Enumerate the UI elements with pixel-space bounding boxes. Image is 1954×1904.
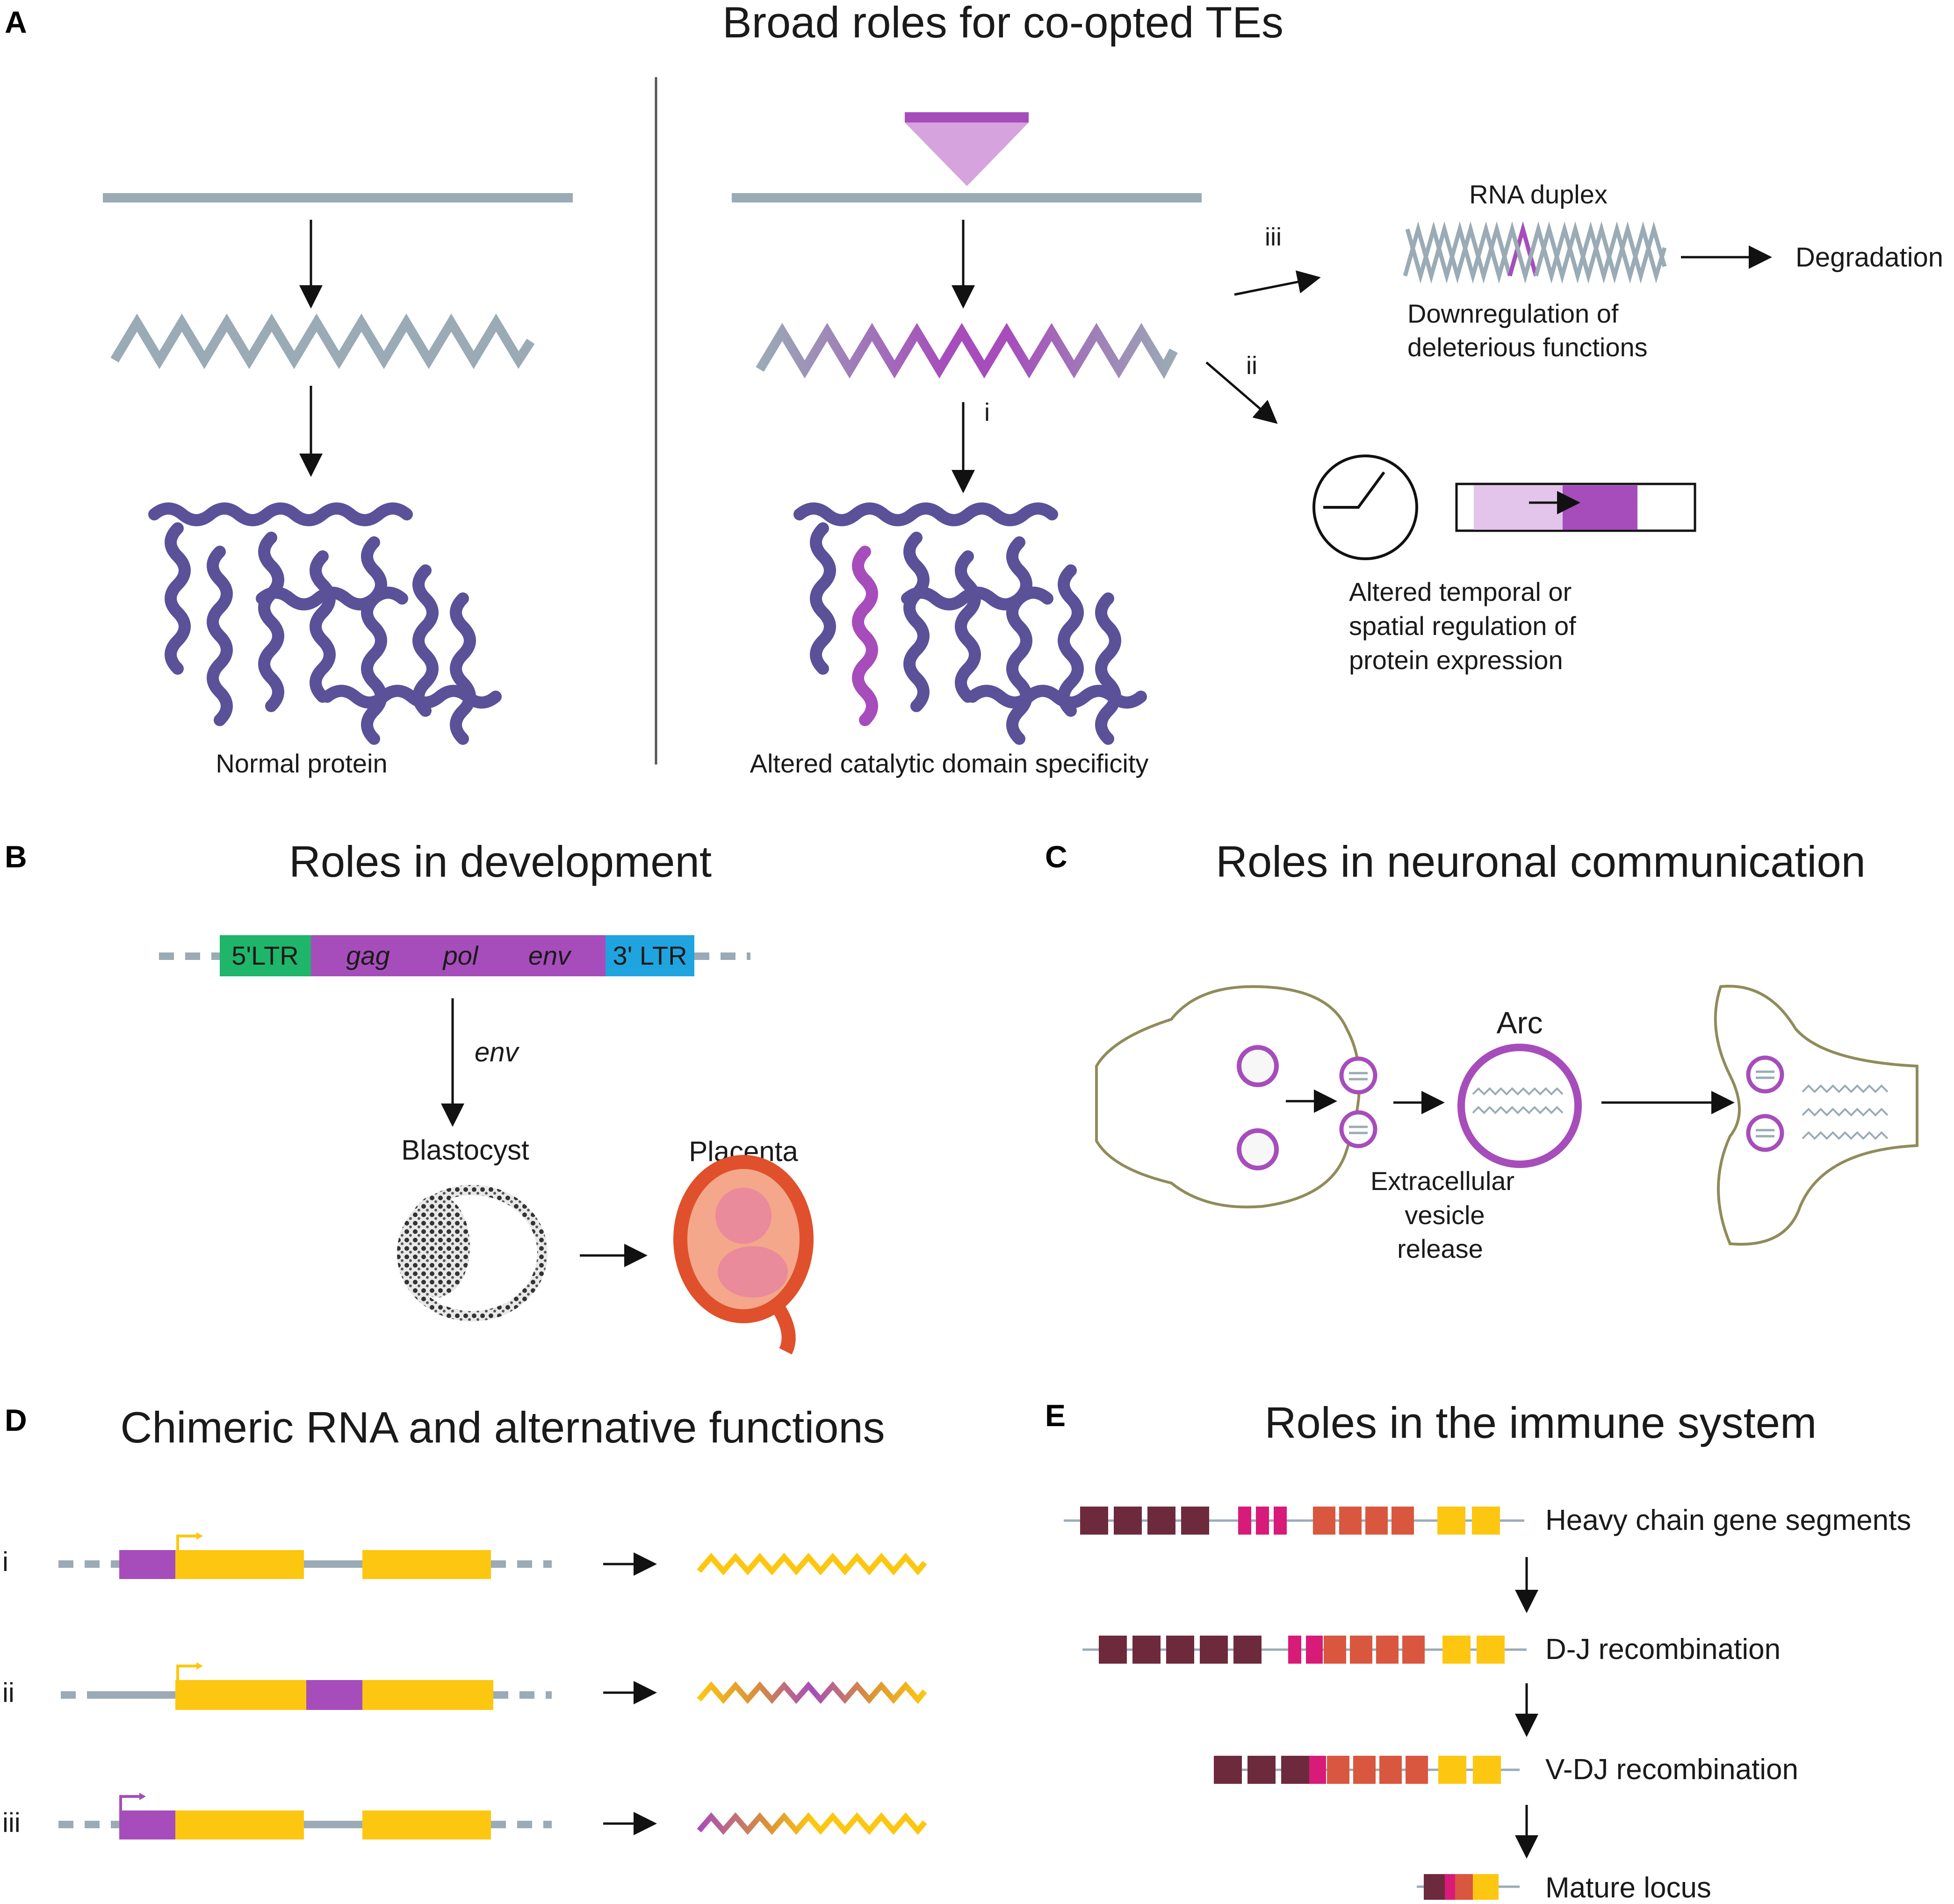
segment-label-pol: pol xyxy=(442,941,479,970)
label-arc: Arc xyxy=(1497,1005,1543,1040)
released-rna xyxy=(1802,1084,1889,1140)
protein-structure-normal xyxy=(148,502,502,745)
altered-domain-helix xyxy=(852,546,878,726)
gene-row-i xyxy=(58,1532,552,1579)
panel-d-letter: D xyxy=(5,1403,27,1437)
expression-shift-icon xyxy=(1455,483,1696,532)
mrna-zigzag-altered xyxy=(756,323,1178,379)
label-altered-regulation-3: protein expression xyxy=(1349,645,1563,675)
label-altered-regulation-2: spatial regulation of xyxy=(1349,611,1576,641)
label-altered-catalytic: Altered catalytic domain specificity xyxy=(750,749,1149,778)
panel-c-letter: C xyxy=(1045,839,1067,874)
panel-e-letter: E xyxy=(1045,1398,1066,1433)
panel-a-title: Broad roles for co-opted TEs xyxy=(722,0,1283,47)
protein-zigzag-ii xyxy=(697,1681,927,1704)
segment-5ltr xyxy=(220,935,311,976)
panel-a-letter: A xyxy=(5,5,27,39)
docked-vesicle xyxy=(1339,1110,1377,1148)
label-ev-release-1: Extracellular xyxy=(1370,1166,1514,1196)
te-insertion-bar xyxy=(905,112,1029,123)
label-ev-release-3: release xyxy=(1397,1234,1483,1263)
protein-structure-altered xyxy=(793,502,1147,745)
label-blastocyst: Blastocyst xyxy=(401,1134,529,1166)
segment-gag-pol-env xyxy=(311,935,606,976)
presynaptic-neuron xyxy=(1095,985,1361,1209)
locus-vdj xyxy=(1214,1756,1520,1784)
blastocyst-icon xyxy=(397,1185,548,1321)
protein-zigzag-iii xyxy=(697,1812,927,1835)
gene-row-ii xyxy=(61,1662,552,1710)
step-heavy-chain: Heavy chain gene segments xyxy=(1545,1504,1911,1536)
label-degradation: Degradation xyxy=(1795,242,1943,273)
rna-duplex-icon xyxy=(1403,221,1667,284)
te-insertion-triangle xyxy=(905,123,1029,186)
postsynaptic-neuron xyxy=(1714,985,1918,1246)
mrna-zigzag-normal xyxy=(110,313,535,369)
row-label-i: i xyxy=(2,1547,8,1577)
label-rna-duplex: RNA duplex xyxy=(1469,180,1608,209)
locus-mature xyxy=(1417,1874,1520,1900)
locus-heavy-chain xyxy=(1064,1507,1524,1535)
panel-b-letter: B xyxy=(5,839,27,874)
vesicle xyxy=(1237,1128,1279,1170)
label-downregulation-2: deleterious functions xyxy=(1407,332,1648,362)
panel-e-title: Roles in the immune system xyxy=(1265,1398,1817,1447)
clock-icon xyxy=(1312,454,1418,560)
step-vdj: V-DJ recombination xyxy=(1545,1753,1798,1786)
step-iii-label: iii xyxy=(1265,223,1282,251)
row-label-ii: ii xyxy=(2,1678,14,1708)
panel-d-title: Chimeric RNA and alternative functions xyxy=(120,1403,885,1452)
segment-label-gag: gag xyxy=(346,941,389,970)
arrow-env-label: env xyxy=(475,1037,520,1067)
panel-c-title: Roles in neuronal communication xyxy=(1216,837,1866,886)
label-normal-protein: Normal protein xyxy=(216,749,387,778)
gene-row-iii xyxy=(58,1793,552,1839)
label-downregulation-1: Downregulation of xyxy=(1407,299,1619,328)
label-altered-regulation-1: Altered temporal or xyxy=(1349,577,1572,606)
placenta-fetus-icon xyxy=(673,1155,814,1355)
vesicle xyxy=(1237,1045,1279,1087)
protein-zigzag-i xyxy=(697,1552,927,1576)
segment-label-5ltr: 5'LTR xyxy=(231,941,298,970)
locus-dj xyxy=(1082,1636,1527,1664)
arc-capsid xyxy=(1457,1044,1582,1168)
step-ii-label: ii xyxy=(1246,352,1257,380)
label-ev-release-2: vesicle xyxy=(1405,1200,1485,1230)
segment-3ltr xyxy=(606,935,694,976)
segment-label-3ltr: 3' LTR xyxy=(613,941,687,970)
step-mature: Mature locus xyxy=(1545,1872,1711,1904)
arrow-iii xyxy=(1234,270,1321,296)
arrow-ii xyxy=(1205,361,1278,424)
step-i-label: i xyxy=(984,398,990,426)
post-vesicle xyxy=(1746,1055,1784,1094)
segment-label-env: env xyxy=(528,941,572,970)
step-dj: D-J recombination xyxy=(1545,1633,1781,1666)
row-label-iii: iii xyxy=(2,1808,21,1838)
panel-b-title: Roles in development xyxy=(289,837,712,886)
post-vesicle xyxy=(1746,1114,1784,1152)
docked-vesicle xyxy=(1339,1056,1377,1095)
